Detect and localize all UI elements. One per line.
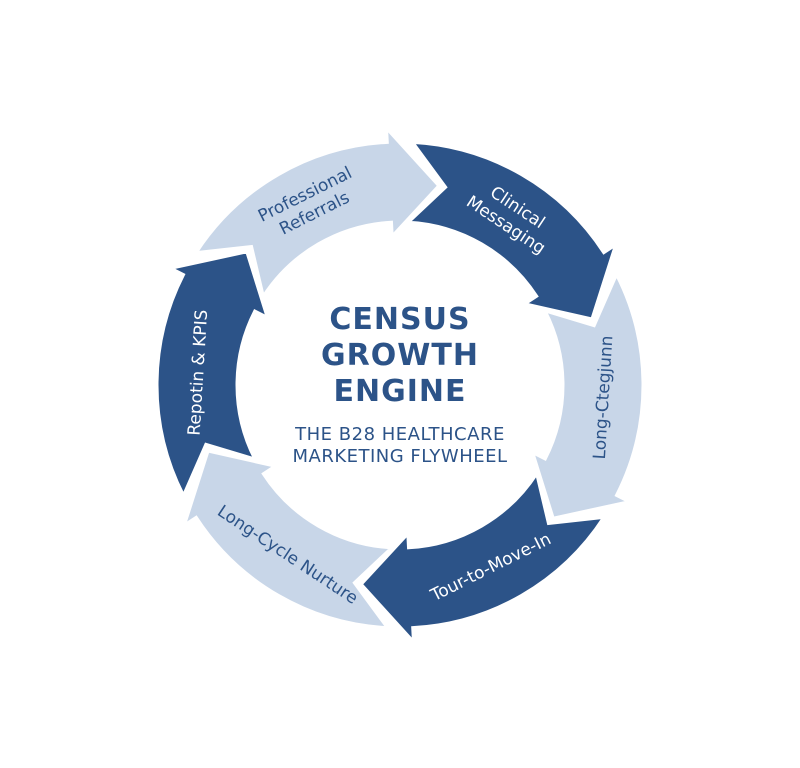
center-subtitle-line: MARKETING FLYWHEEL (292, 446, 508, 467)
center-title-line: CENSUS (329, 302, 471, 337)
center-title-line: GROWTH (321, 338, 479, 373)
center-title: CENSUS GROWTH ENGINE (250, 302, 550, 410)
center-subtitle: THE B28 HEALTHCARE MARKETING FLYWHEEL (230, 424, 570, 468)
center-title-line: ENGINE (333, 374, 467, 409)
segment-clinical-messaging (404, 140, 619, 321)
flywheel-segments (155, 124, 645, 646)
segment-long-cycle-nurture (181, 449, 396, 630)
segment-repotin-kpis (155, 250, 270, 499)
segment-tour-to-move-in (359, 470, 607, 646)
segment-professional-referrals (193, 124, 441, 300)
center-subtitle-line: THE B28 HEALTHCARE (295, 424, 505, 445)
segment-long-ctegjunn (530, 271, 645, 520)
